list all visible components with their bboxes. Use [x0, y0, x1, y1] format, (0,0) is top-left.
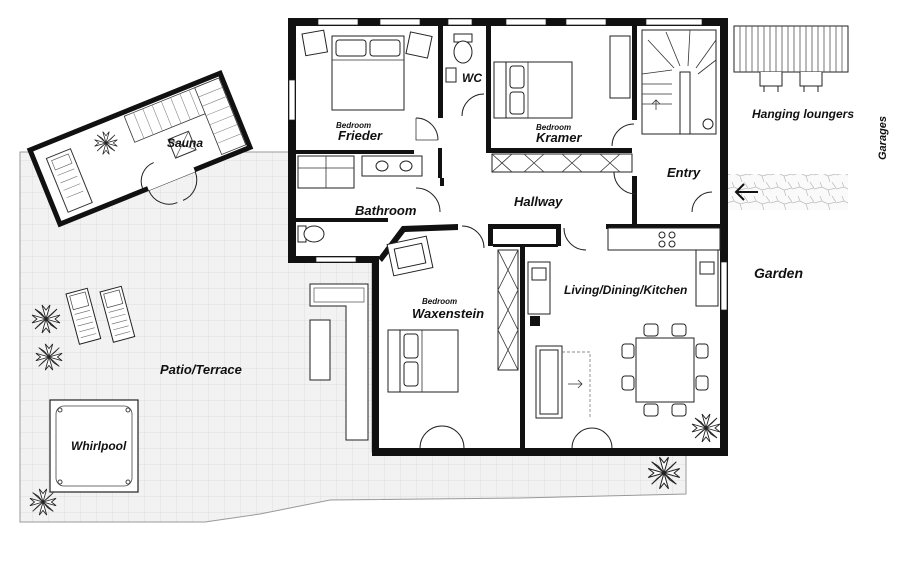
kitchen-unit: [527, 261, 551, 326]
wardrobe-kramer: [609, 35, 631, 99]
bed-kramer: [493, 61, 573, 119]
hanging-lounger-right: [799, 72, 823, 92]
door-frieder: [415, 117, 439, 141]
bathroom-label: Bathroom: [355, 203, 417, 218]
entry-label: Entry: [667, 165, 701, 180]
kitchen-counter: [607, 227, 721, 307]
door-kramer: [611, 123, 635, 147]
armchair-waxenstein: [386, 235, 434, 277]
garage-roof: [733, 25, 849, 73]
whirlpool-label: Whirlpool: [71, 439, 127, 453]
bathroom-shower: [297, 155, 355, 189]
balcony-door-waxenstein: [419, 425, 465, 449]
sauna-label: Sauna: [167, 136, 203, 150]
terrace-lounger-left: [65, 287, 102, 345]
frieder-label: Frieder: [338, 128, 383, 143]
dining-table: [621, 323, 709, 417]
hanging-lounger-left: [759, 72, 783, 92]
garden-label: Garden: [754, 265, 803, 281]
staircase: [641, 29, 717, 135]
nightstand: [405, 31, 433, 59]
door-waxenstein: [461, 225, 485, 249]
waxenstein-label: Waxenstein: [412, 306, 484, 321]
door-bathroom: [415, 187, 441, 213]
wc-sink: [445, 67, 457, 83]
sauna-building: [26, 69, 254, 228]
outdoor-sofa: [309, 283, 369, 441]
walls: [288, 18, 728, 456]
armchair-frieder: [301, 29, 329, 57]
frieder-prefix: Bedroom: [336, 121, 371, 130]
entry-arrow-icon: [734, 183, 758, 201]
wc-toilet: [453, 33, 473, 64]
living-label: Living/Dining/Kitchen: [564, 283, 687, 297]
kramer-prefix: Bedroom: [536, 123, 571, 132]
terrace-lounger-right: [99, 285, 136, 343]
door-living: [563, 227, 587, 251]
entry-door: [613, 171, 713, 213]
bed-waxenstein: [387, 329, 459, 393]
patio-label: Patio/Terrace: [160, 362, 242, 377]
sofa: [535, 345, 591, 419]
whirlpool: [49, 399, 139, 493]
wc-label: WC: [462, 71, 482, 85]
door-wc: [461, 93, 485, 117]
hanging-loungers-label: Hanging loungers: [752, 107, 854, 121]
waxenstein-prefix: Bedroom: [422, 297, 457, 306]
bed-frieder: [331, 35, 405, 111]
garages-label: Garages: [877, 116, 889, 160]
bathroom-toilet: [297, 225, 325, 243]
kramer-label: Kramer: [536, 130, 582, 145]
hallway-label: Hallway: [514, 194, 563, 209]
balcony-door-living: [571, 427, 613, 449]
wardrobe-hall: [491, 153, 633, 173]
bathroom-vanity: [361, 155, 423, 177]
entry-hook: [702, 118, 714, 130]
